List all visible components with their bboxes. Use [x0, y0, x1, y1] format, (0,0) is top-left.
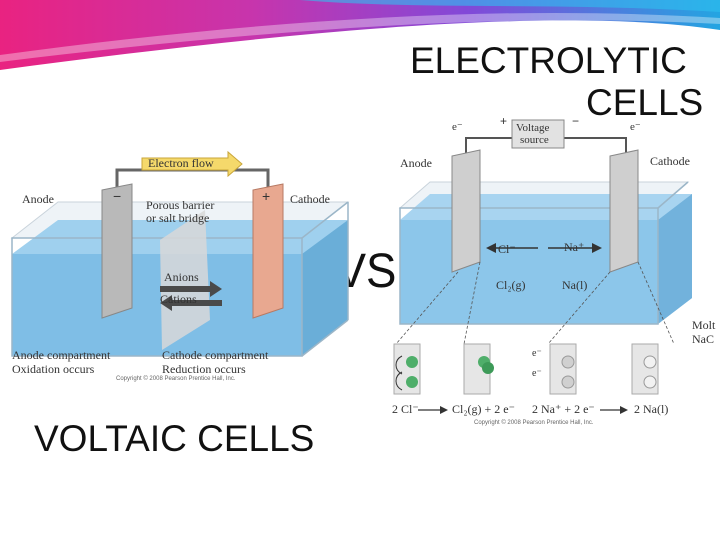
reduction-label: Reduction occurs [162, 362, 246, 376]
slide-banner [0, 0, 720, 70]
voltaic-cell-graphic [10, 150, 350, 357]
anions-label: Anions [164, 270, 199, 284]
cathode-compartment-label: Cathode compartment [162, 348, 269, 362]
electrolytic-title-line2: CELLS [586, 82, 704, 123]
voltage-source-label-1: Voltage [516, 122, 550, 134]
equation-na-left: 2 Na⁺ + 2 e⁻ [532, 402, 595, 416]
e-left-label: e⁻ [452, 121, 463, 133]
electrolytic-minus-sign: − [572, 114, 580, 128]
na-liquid-label: Na(l) [562, 278, 588, 292]
e-right-label: e⁻ [630, 121, 641, 133]
porous-barrier-label-1: Porous barrier [146, 198, 215, 212]
electrolytic-cell-graphic [393, 119, 692, 414]
voltaic-minus-sign: − [113, 188, 122, 204]
voltage-source-label-2: source [520, 134, 549, 146]
electron-flow-label: Electron flow [148, 156, 214, 170]
voltaic-copyright: Copyright © 2008 Pearson Prentice Hall, … [116, 376, 236, 382]
voltaic-title: VOLTAIC CELLS [34, 418, 315, 459]
electrolytic-title-line1: ELECTROLYTIC [410, 40, 687, 81]
anode-compartment-label: Anode compartment [12, 348, 111, 362]
cations-label: Cations [160, 292, 197, 306]
molten-nacl-label-1: Molt [692, 318, 716, 332]
cl2-gas-label: Cl₂(g) [496, 278, 526, 292]
electrolytic-copyright: Copyright © 2008 Pearson Prentice Hall, … [474, 420, 594, 426]
electron-label-1: e⁻ [532, 348, 542, 359]
electrolytic-cell-diagram: e⁻ + Voltage source − e⁻ Anode Cathode C… [388, 112, 720, 434]
equation-na-right: 2 Na(l) [634, 402, 669, 416]
voltaic-cathode-label: Cathode [290, 192, 330, 206]
cl-minus-label: Cl⁻ [498, 242, 516, 256]
voltaic-cell-diagram: Electron flow Anode − + Cathode Porous b… [0, 150, 360, 390]
electrolytic-cathode-label: Cathode [650, 154, 690, 168]
voltaic-anode-label: Anode [22, 192, 54, 206]
electrolytic-anode-label: Anode [400, 156, 432, 170]
molten-nacl-label-2: NaC [692, 332, 714, 346]
oxidation-label: Oxidation occurs [12, 362, 95, 376]
na-plus-label: Na⁺ [564, 240, 585, 254]
equation-cl-right: Cl₂(g) + 2 e⁻ [452, 402, 515, 416]
electrolytic-plus-sign: + [500, 114, 508, 128]
porous-barrier-label-2: or salt bridge [146, 211, 210, 225]
electron-label-2: e⁻ [532, 368, 542, 379]
equation-cl-left: 2 Cl⁻ [392, 402, 419, 416]
voltaic-plus-sign: + [262, 188, 271, 204]
